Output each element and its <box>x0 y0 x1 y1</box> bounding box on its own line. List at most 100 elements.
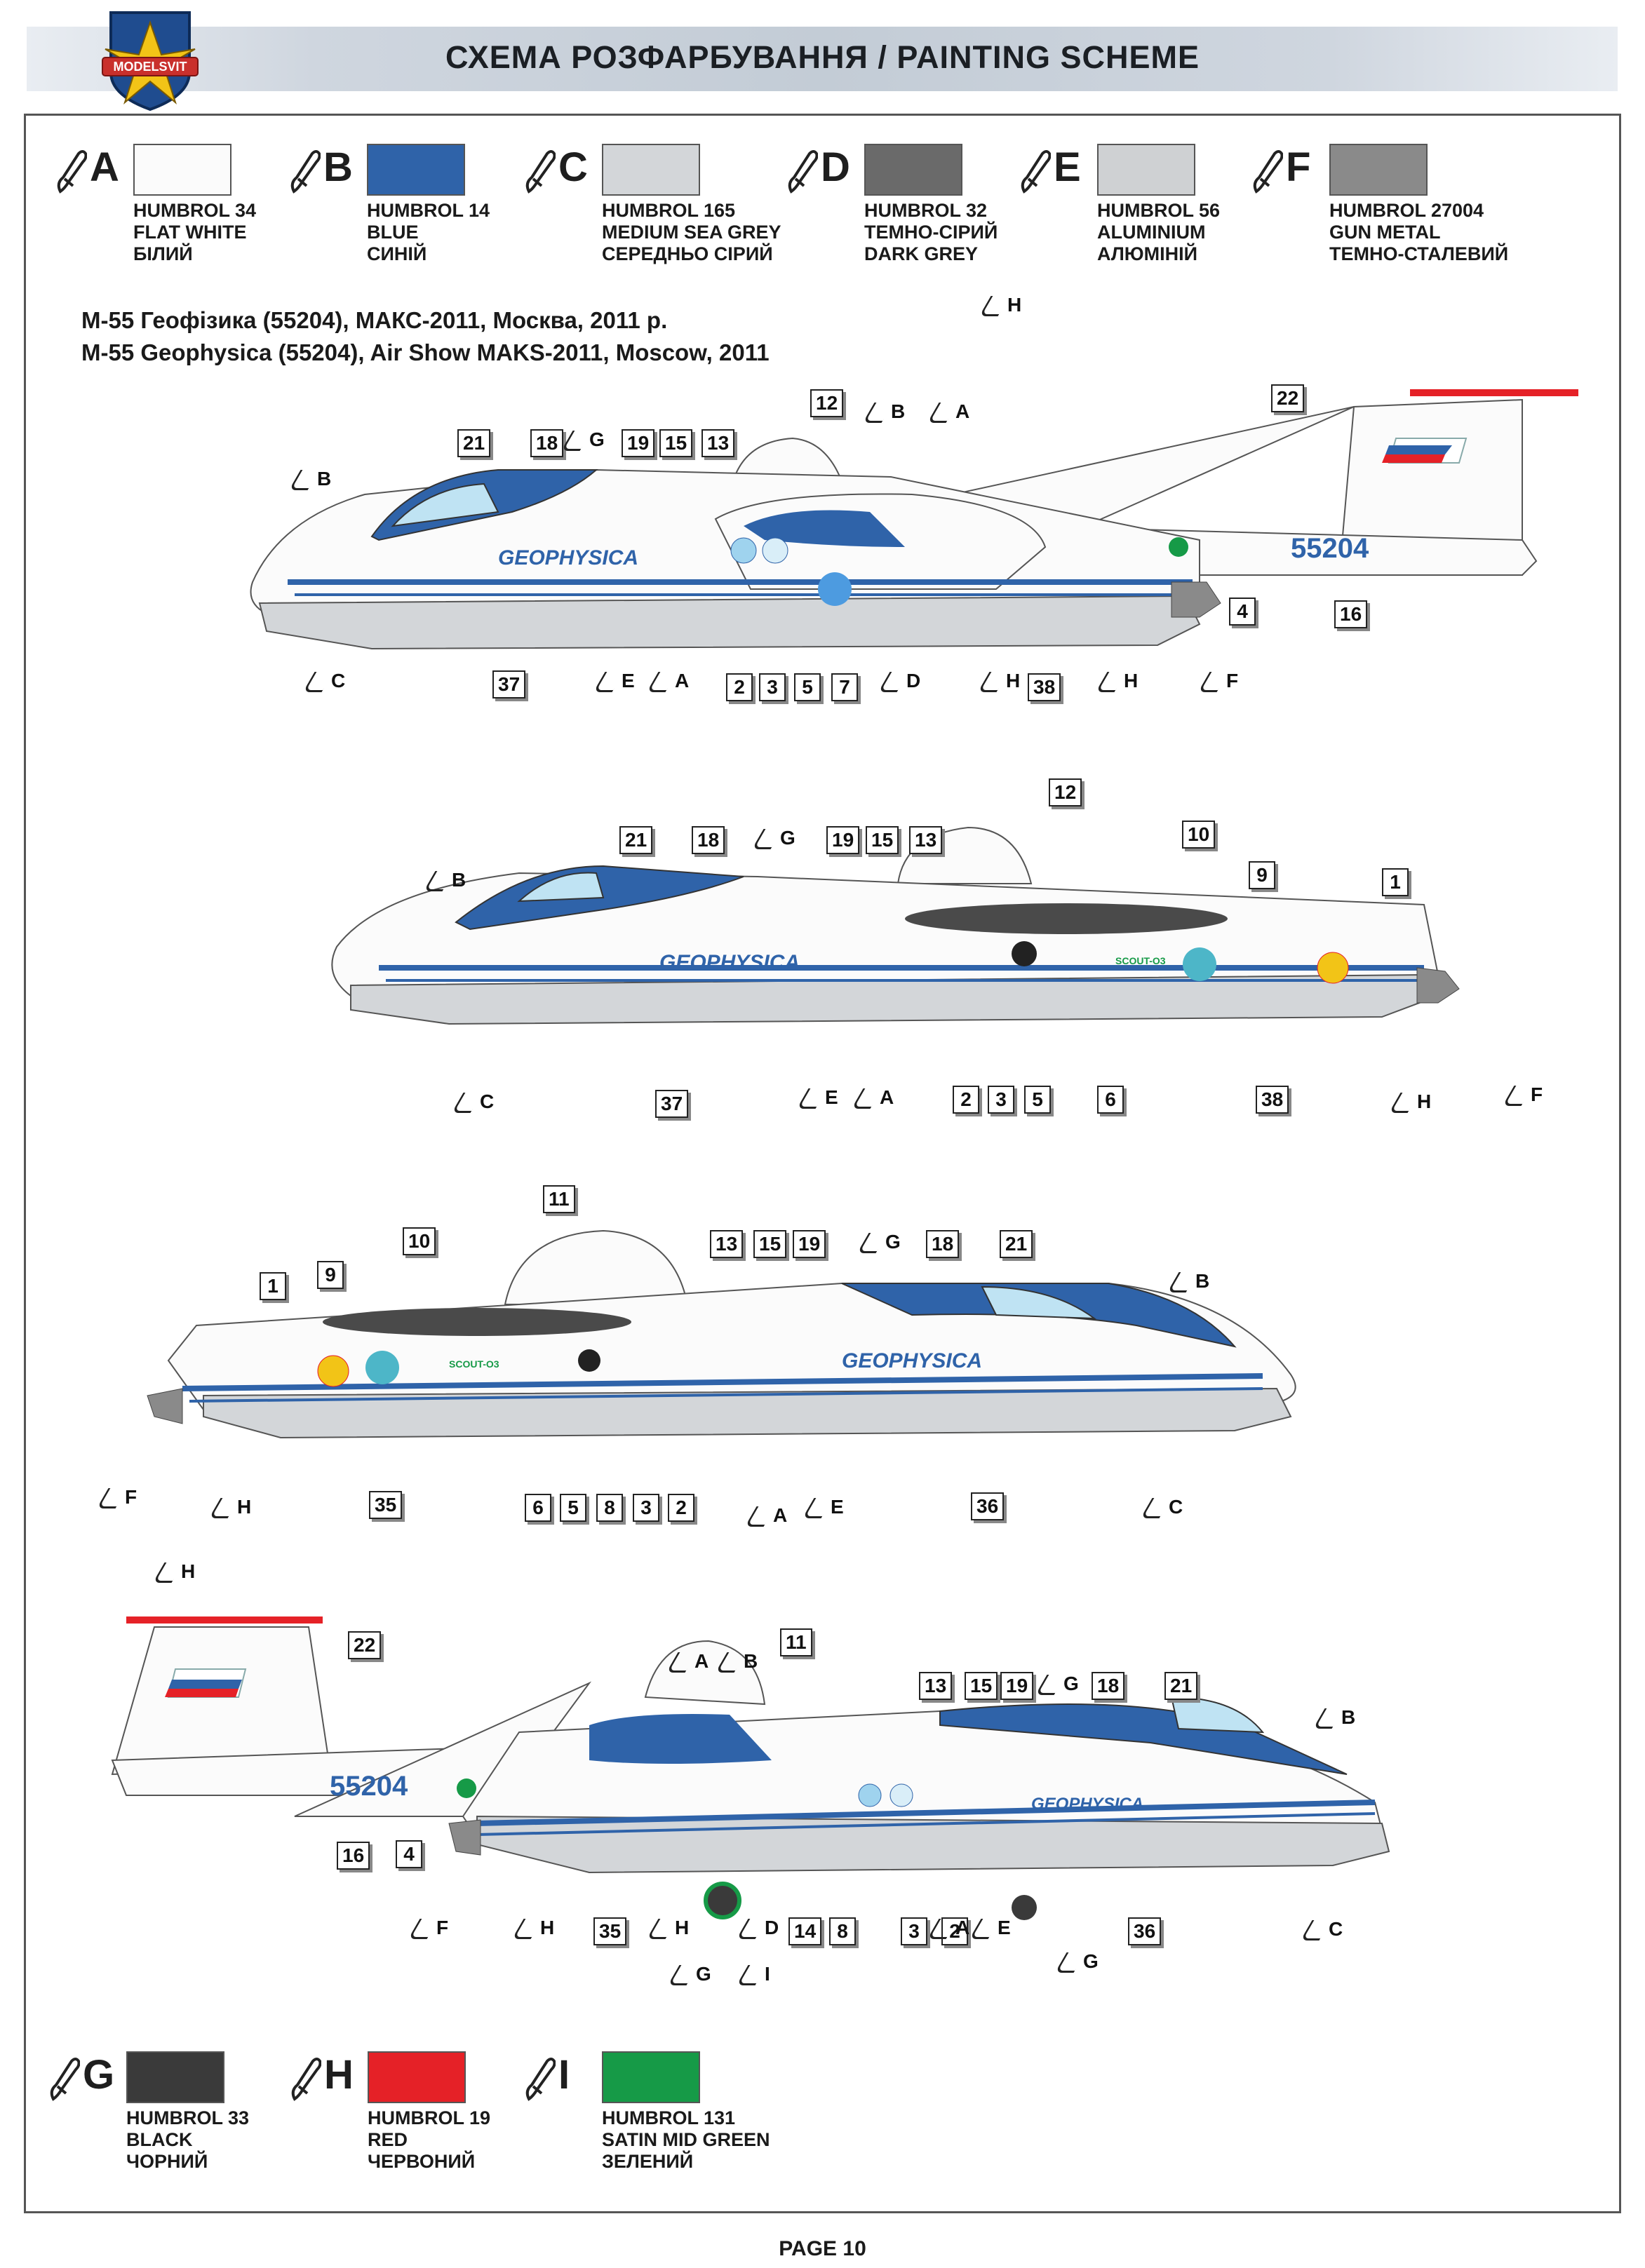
decal-number-callout: 18 <box>530 429 564 457</box>
paint-letter-callout: H <box>1395 1091 1431 1112</box>
paintbrush-icon <box>1251 148 1284 197</box>
paint-letter-callout: H <box>1101 670 1138 691</box>
paint-code: HUMBROL 33 <box>126 2107 250 2128</box>
decal-number-callout: 35 <box>593 1917 627 1945</box>
fuselage-title: GEOPHYSICA <box>659 951 800 974</box>
paint-name-alt: ЧЕРВОНИЙ <box>368 2151 476 2172</box>
paint-letter-callout: E <box>975 1917 1011 1938</box>
page-title: СХЕМА РОЗФАРБУВАННЯ / PAINTING SCHEME <box>445 39 1200 75</box>
paint-code: HUMBROL 19 <box>368 2107 491 2128</box>
decal-number-callout: 11 <box>543 1185 575 1213</box>
paintbrush-icon <box>55 148 88 197</box>
decal-number-callout: 19 <box>1000 1672 1034 1700</box>
decal-number-callout: 12 <box>1049 778 1082 806</box>
decal-number-callout: 22 <box>1271 384 1305 412</box>
color-chip <box>367 144 465 196</box>
paint-letter-callout: H <box>985 295 1021 316</box>
swatch-letter: C <box>558 144 588 190</box>
paint-name-alt: БІЛИЙ <box>133 243 193 264</box>
decal-number-callout: 10 <box>1182 821 1216 849</box>
paint-letter-callout: C <box>1306 1919 1343 1940</box>
scout-decal: SCOUT-O3 <box>449 1358 499 1370</box>
decal-number-callout: 1 <box>1382 868 1409 896</box>
paint-letter-callout: A <box>672 1651 709 1672</box>
profile-view-3: GEOPHYSICA SCOUT-O3 <box>147 1229 1296 1439</box>
header-band <box>27 27 1618 91</box>
paintbrush-icon <box>1019 148 1052 197</box>
roundel-decal <box>457 1778 476 1798</box>
decal-number-callout: 15 <box>866 826 899 854</box>
scout-decal: SCOUT-O3 <box>1115 955 1166 966</box>
caption-english: M-55 Geophysica (55204), Air Show MAKS-2… <box>81 339 770 365</box>
paint-name: GUN METAL <box>1329 222 1441 243</box>
emblem-decal <box>889 1783 913 1807</box>
paint-letter-callout: D <box>884 670 920 691</box>
decal-number-callout: 4 <box>1229 598 1256 626</box>
paint-name-alt: DARK GREY <box>864 243 979 264</box>
decal-number-callout: 2 <box>726 673 753 701</box>
decal-number-callout: 15 <box>659 429 693 457</box>
paint-name: SATIN MID GREEN <box>602 2129 770 2150</box>
decal-number-callout: 12 <box>810 389 844 417</box>
paintbrush-icon <box>48 2056 81 2105</box>
emblem-decal <box>1012 941 1037 966</box>
paint-name-alt: ЧОРНИЙ <box>126 2151 208 2172</box>
main-wheel-icon <box>704 1882 741 1919</box>
decal-number-callout: 21 <box>1000 1230 1033 1258</box>
swatch-letter: B <box>323 144 353 190</box>
paint-name: BLUE <box>367 222 419 243</box>
color-chip <box>368 2051 466 2103</box>
profile-view-1: GEOPHYSICA 55204 <box>250 389 1578 650</box>
profile-view-2: GEOPHYSICA SCOUT-O3 <box>331 826 1460 1025</box>
decal-number-callout: 2 <box>953 1086 979 1114</box>
paint-letter-callout: H <box>652 1917 689 1938</box>
decal-number-callout: 9 <box>1249 861 1275 889</box>
decal-number-callout: 13 <box>909 826 943 854</box>
serial-number: 55204 <box>1291 533 1369 564</box>
paint-name-alt: СЕРЕДНЬО СІРИЙ <box>602 243 773 264</box>
aircraft-caption: М-55 Геофізика (55204), МАКС-2011, Москв… <box>81 304 770 369</box>
emblem-decal <box>858 1783 882 1807</box>
decal-number-callout: 35 <box>369 1491 403 1519</box>
paint-letter-callout: B <box>721 1651 758 1672</box>
decal-number-callout: 18 <box>926 1230 960 1258</box>
paintbrush-icon <box>523 148 556 197</box>
decal-number-callout: 4 <box>396 1840 422 1868</box>
paint-letter-callout: C <box>309 670 345 691</box>
decal-number-callout: 3 <box>633 1494 659 1522</box>
paint-name-alt: ЗЕЛЕНИЙ <box>602 2151 694 2172</box>
page-number: PAGE 10 <box>779 2237 866 2260</box>
emblem-decal <box>1317 952 1349 984</box>
decal-number-callout: 19 <box>622 429 655 457</box>
decal-number-callout: 5 <box>1024 1086 1051 1114</box>
decal-number-callout: 3 <box>988 1086 1014 1114</box>
decal-number-callout: 21 <box>1164 1672 1198 1700</box>
decal-number-callout: 11 <box>780 1628 812 1656</box>
decal-number-callout: 13 <box>701 429 735 457</box>
paint-letter-callout: G <box>758 828 795 849</box>
paint-name-alt: СИНІЙ <box>367 243 427 264</box>
roundel-decal <box>1169 537 1188 557</box>
swatch-letter: F <box>1286 144 1311 190</box>
profile-view-4: 55204 GEOPHYSICA <box>111 1616 1390 1920</box>
decal-number-callout: 6 <box>1097 1086 1124 1114</box>
color-chip <box>1097 144 1195 196</box>
paint-letter-callout: C <box>457 1091 494 1112</box>
paint-name-alt: ТЕМНО-СТАЛЕВИЙ <box>1329 243 1509 264</box>
paint-name: ALUMINIUM <box>1097 222 1206 243</box>
fuselage-title: GEOPHYSICA <box>498 546 638 569</box>
paintbrush-icon <box>523 2056 556 2105</box>
modelsvit-logo: MODELSVIT <box>102 11 199 112</box>
paint-letter-callout: F <box>1508 1084 1543 1105</box>
paint-code: HUMBROL 56 <box>1097 200 1221 221</box>
color-chip <box>126 2051 224 2103</box>
emblem-decal <box>762 537 788 564</box>
decal-number-callout: 36 <box>1128 1917 1162 1945</box>
decal-number-callout: 19 <box>826 826 860 854</box>
emblem-decal <box>317 1355 349 1387</box>
